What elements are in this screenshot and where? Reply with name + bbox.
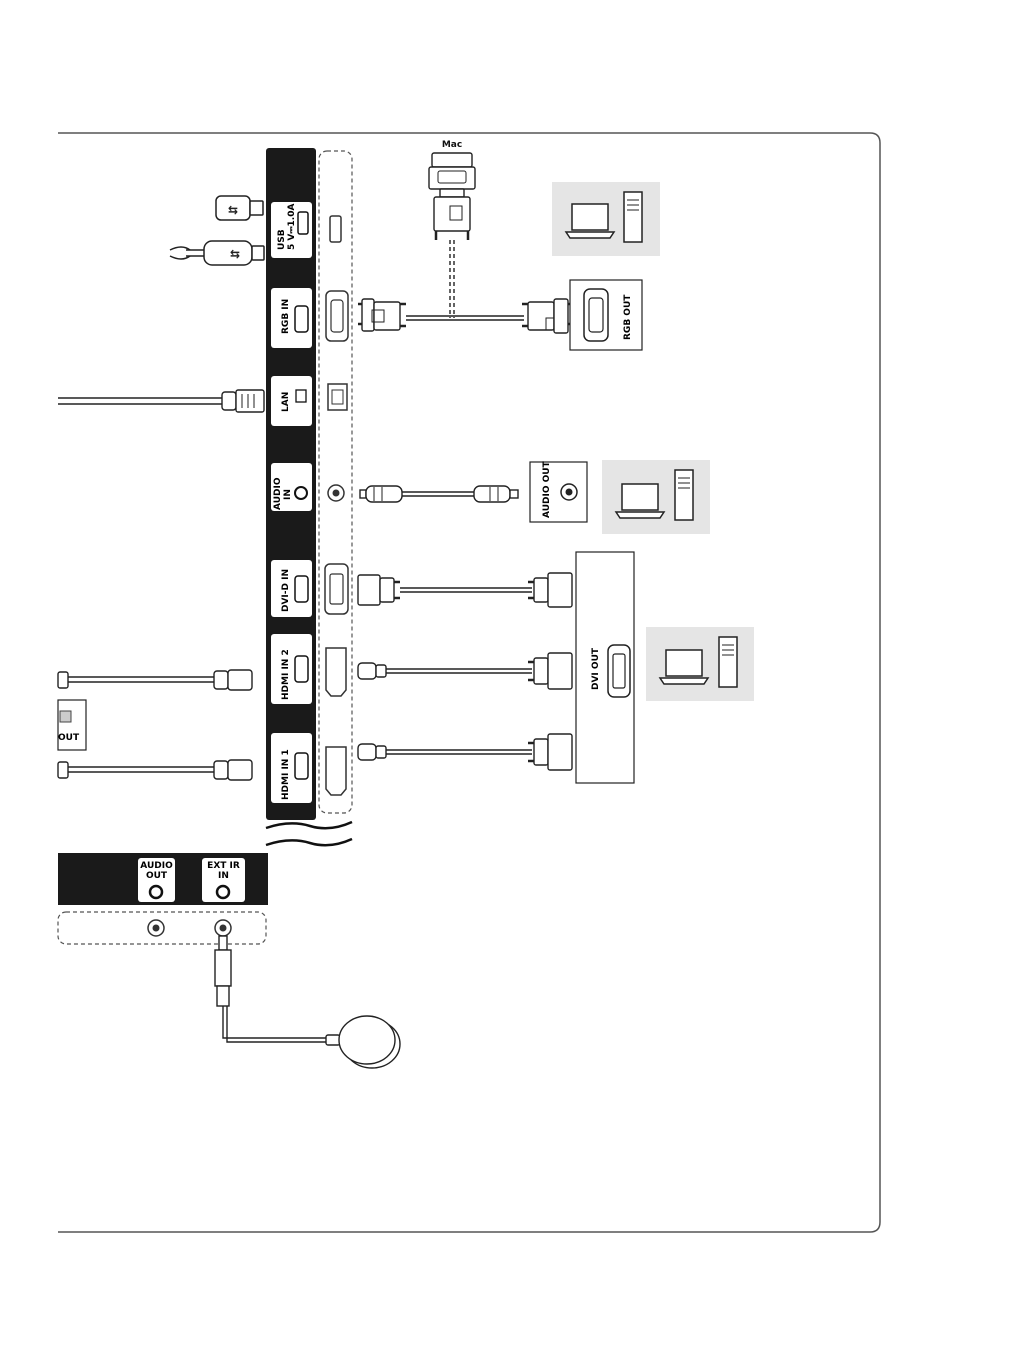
port-hdmi-in2-label: HDMI IN 2: [281, 649, 291, 700]
dvi-cable-hdmi2: [358, 653, 572, 689]
lan-cable: [58, 390, 264, 412]
pc-icon-audio: [602, 460, 710, 534]
port-ext-ir-label-2: IN: [218, 871, 229, 881]
break-mark: [266, 839, 352, 845]
port-hdmi-in2[interactable]: HDMI IN 2: [271, 634, 346, 704]
port-audio-out[interactable]: AUDIO OUT: [138, 858, 175, 936]
usb-icon: ⇆: [228, 203, 238, 217]
rgb-out-label: RGB OUT: [623, 294, 633, 340]
dvi-out-label: DVI OUT: [591, 647, 601, 690]
hdmi-cable-left-2: [58, 670, 252, 690]
lan-socket[interactable]: [328, 384, 347, 410]
laptop-icon: [660, 650, 708, 684]
port-outline: [319, 151, 352, 813]
port-hdmi-in1-label: HDMI IN 1: [281, 749, 291, 800]
port-rgb-in-label: RGB IN: [281, 299, 291, 334]
port-audio-in-label-2: IN: [283, 489, 293, 500]
ir-receiver-cable: [215, 936, 400, 1068]
port-audio-in-label-1: AUDIO: [273, 477, 283, 510]
laptop-icon: [566, 204, 614, 238]
audio-out-box: AUDIO OUT: [530, 460, 587, 522]
hdmi-in1-socket[interactable]: [326, 747, 346, 795]
port-lan-label: LAN: [281, 392, 291, 412]
dvi-in-socket[interactable]: [325, 564, 348, 614]
port-dvi-in-label: DVI-D IN: [281, 569, 291, 612]
cut-device-label: OUT: [58, 733, 80, 743]
port-rgb-in[interactable]: RGB IN: [271, 288, 348, 348]
audio-cable: [360, 486, 518, 502]
port-usb-rating: 5 V⎓1.0A: [287, 204, 297, 250]
port-audio-out-label-2: OUT: [146, 871, 168, 881]
audio-out-label: AUDIO OUT: [542, 460, 552, 518]
rgb-in-socket[interactable]: [326, 291, 348, 341]
desktop-tower-icon: [624, 192, 642, 242]
desktop-tower-icon: [719, 637, 737, 687]
cut-device-box: OUT: [58, 700, 86, 750]
mac-adapter: Mac: [429, 140, 475, 318]
dvi-cable-top: [358, 573, 572, 607]
hdmi-cable-left-1: [58, 760, 252, 780]
usb-memory-stick: ⇆: [216, 196, 263, 220]
pc-icon-dvi: [646, 627, 754, 701]
port-usb[interactable]: USB 5 V⎓1.0A: [271, 202, 341, 258]
rear-panel: USB 5 V⎓1.0A RGB IN LAN AUDIO IN: [266, 148, 352, 845]
bottom-panel: AUDIO OUT EXT IR IN: [58, 853, 268, 944]
usb-socket[interactable]: [330, 216, 341, 242]
dvi-cable-hdmi1: [358, 734, 572, 770]
dvi-out-box: DVI OUT: [576, 552, 634, 783]
port-lan[interactable]: LAN: [271, 376, 347, 426]
pc-icon-rgb: [552, 182, 660, 256]
usb-icon: ⇆: [230, 247, 240, 261]
port-usb-label: USB: [277, 229, 287, 250]
usb-cable-plug: ⇆: [170, 241, 264, 265]
hdmi-in2-socket[interactable]: [326, 648, 346, 696]
mac-label: Mac: [442, 140, 462, 150]
port-audio-in[interactable]: AUDIO IN: [271, 463, 344, 511]
port-dvi-in[interactable]: DVI-D IN: [271, 560, 348, 617]
break-mark: [266, 822, 352, 828]
port-hdmi-in1[interactable]: HDMI IN 1: [271, 733, 346, 803]
rgb-cable: [358, 299, 576, 333]
port-ext-ir-label-1: EXT IR: [207, 861, 240, 871]
rgb-out-box: RGB OUT: [570, 280, 642, 350]
desktop-tower-icon: [675, 470, 693, 520]
port-audio-out-label-1: AUDIO: [140, 861, 173, 871]
laptop-icon: [616, 484, 664, 518]
port-ext-ir-in[interactable]: EXT IR IN: [202, 858, 245, 936]
